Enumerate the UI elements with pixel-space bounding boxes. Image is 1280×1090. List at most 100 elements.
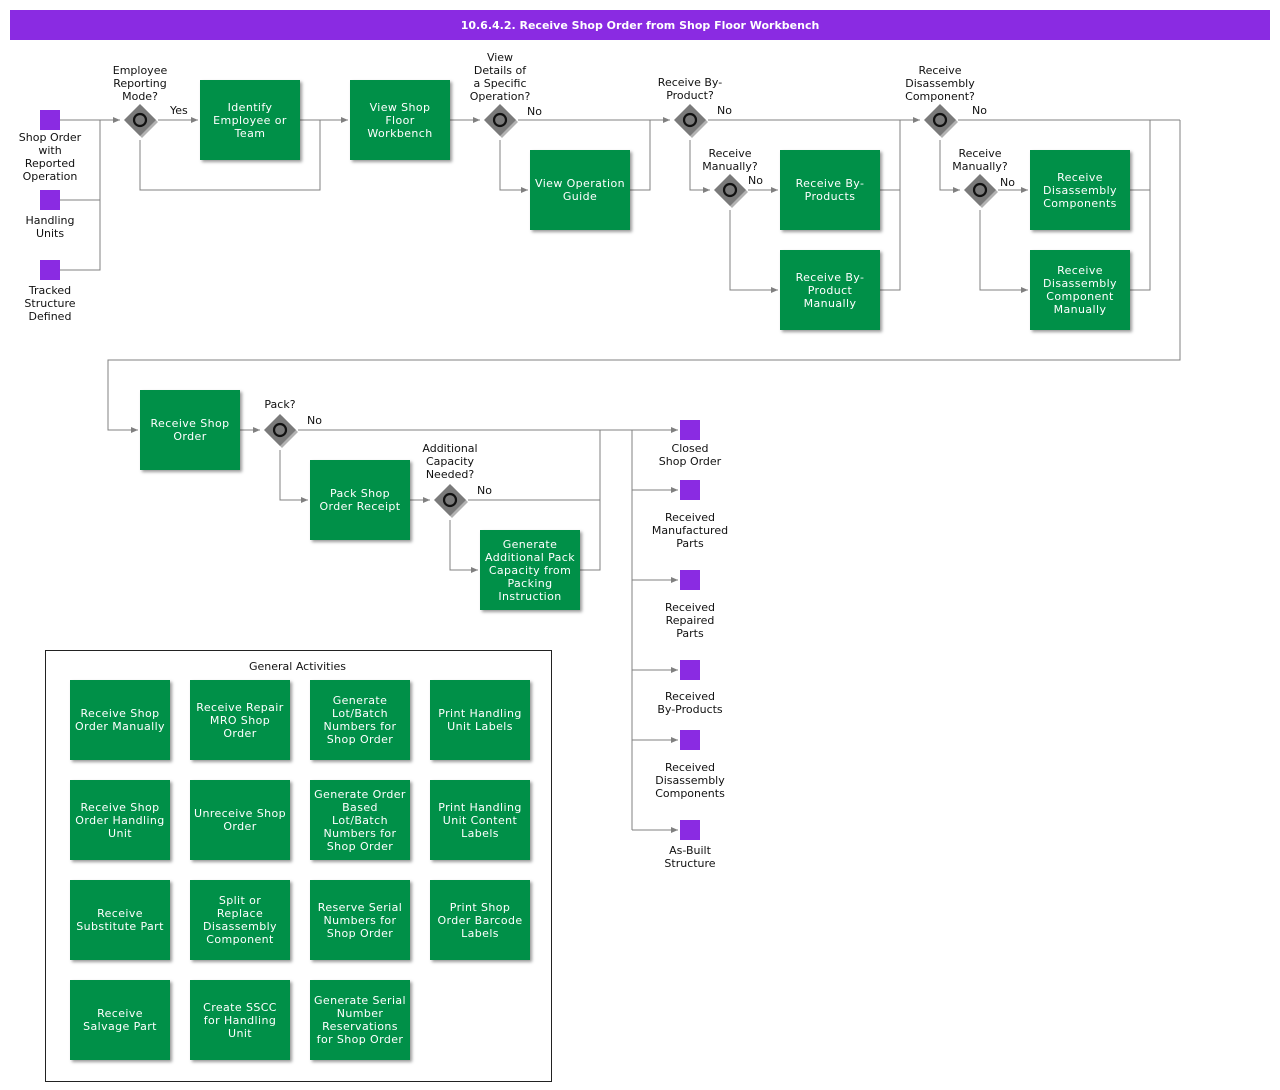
general-activity[interactable]: Generate Serial Number Reservations for … xyxy=(310,980,410,1060)
gateway-g8 xyxy=(434,484,468,518)
edge-a10-out xyxy=(580,500,601,571)
gateway-g1 xyxy=(124,104,158,138)
general-activity[interactable]: Split or Replace Disassembly Component xyxy=(190,880,290,960)
start-event-label: Shop Order with Reported Operation xyxy=(18,131,82,183)
end-event-label: Received Repaired Parts xyxy=(664,601,716,640)
edge-g5-yes xyxy=(939,140,960,193)
gateway-label: Receive By- Product? xyxy=(657,76,723,102)
general-activity[interactable]: Receive Substitute Part xyxy=(70,880,170,960)
edge-label-no: No xyxy=(477,484,492,497)
activity-label: Receive Shop Order xyxy=(150,417,230,443)
general-activity-label: Receive Salvage Part xyxy=(83,1007,157,1033)
edge-label-no: No xyxy=(1000,176,1015,189)
general-activity[interactable]: Print Handling Unit Labels xyxy=(430,680,530,760)
activity-receive-by-product-manually[interactable]: Receive By-Product Manually xyxy=(780,250,880,330)
general-activity[interactable]: Generate Lot/Batch Numbers for Shop Orde… xyxy=(310,680,410,760)
edge-label-no: No xyxy=(307,414,322,427)
gateway-g5 xyxy=(924,104,958,138)
activity-receive-disassembly-components[interactable]: Receive Disassembly Components xyxy=(1030,150,1130,230)
general-activities-title: General Activities xyxy=(248,660,347,673)
end-event-received-repaired-parts xyxy=(680,570,700,590)
general-activity[interactable]: Unreceive Shop Order xyxy=(190,780,290,860)
general-activity[interactable]: Reserve Serial Numbers for Shop Order xyxy=(310,880,410,960)
gateway-label: View Details of a Specific Operation? xyxy=(469,51,531,103)
activity-label: View Shop Floor Workbench xyxy=(367,100,433,140)
end-event-received-by-products xyxy=(680,660,700,680)
edge-g3-yes xyxy=(689,140,710,193)
general-activity-label: Unreceive Shop Order xyxy=(194,807,286,833)
end-event-closed-shop-order xyxy=(680,420,700,440)
activity-label: Receive Disassembly Components xyxy=(1043,170,1117,210)
edge-a7-out xyxy=(1130,120,1151,291)
general-activity-label: Receive Shop Order Manually xyxy=(75,707,165,733)
general-activity-label: Generate Serial Number Reservations for … xyxy=(314,994,406,1046)
gateway-label: Receive Manually? xyxy=(702,147,758,173)
general-activity-label: Create SSCC for Handling Unit xyxy=(203,1000,277,1040)
edge-g1-bypass xyxy=(139,120,321,191)
start-event-tracked-structure xyxy=(40,260,60,280)
edge-wrap xyxy=(107,120,1181,433)
diagram-title: 10.6.4.2. Receive Shop Order from Shop F… xyxy=(10,10,1270,40)
end-event-label: Received Manufactured Parts xyxy=(651,511,729,550)
end-event-received-manufactured-parts xyxy=(680,480,700,500)
start-event-label: Tracked Structure Defined xyxy=(24,284,76,323)
general-activity-label: Print Handling Unit Content Labels xyxy=(438,800,522,840)
edge-start-merge xyxy=(60,119,101,271)
end-event-label: Received By-Products xyxy=(657,690,723,716)
general-activity-label: Print Shop Order Barcode Labels xyxy=(437,900,523,940)
general-activity-label: Reserve Serial Numbers for Shop Order xyxy=(317,900,403,940)
gateway-label: Employee Reporting Mode? xyxy=(112,64,168,103)
activity-label: Generate Additional Pack Capacity from P… xyxy=(484,537,575,603)
activity-pack-shop-order-receipt[interactable]: Pack Shop Order Receipt xyxy=(310,460,410,540)
activity-view-shop-floor-workbench[interactable]: View Shop Floor Workbench xyxy=(350,80,450,160)
gateway-g3 xyxy=(674,104,708,138)
gateway-g4 xyxy=(714,174,748,208)
activity-receive-shop-order[interactable]: Receive Shop Order xyxy=(140,390,240,470)
general-activity-label: Receive Substitute Part xyxy=(76,907,164,933)
activity-label: Identify Employee or Team xyxy=(213,100,287,140)
activity-receive-by-products[interactable]: Receive By-Products xyxy=(780,150,880,230)
edge-g2-yes xyxy=(499,140,528,193)
activity-receive-disassembly-component-manually[interactable]: Receive Disassembly Component Manually xyxy=(1030,250,1130,330)
gateway-label: Receive Manually? xyxy=(952,147,1008,173)
general-activity[interactable]: Print Shop Order Barcode Labels xyxy=(430,880,530,960)
general-activity-label: Receive Repair MRO Shop Order xyxy=(196,700,284,740)
general-activity[interactable]: Print Handling Unit Content Labels xyxy=(430,780,530,860)
activity-label: Receive Disassembly Component Manually xyxy=(1043,264,1117,316)
edge-label-no: No xyxy=(527,105,542,118)
edge-a3-out xyxy=(630,120,651,191)
general-activity[interactable]: Receive Shop Order Manually xyxy=(70,680,170,760)
end-event-label: Closed Shop Order xyxy=(658,442,722,468)
general-activity[interactable]: Generate Order Based Lot/Batch Numbers f… xyxy=(310,780,410,860)
gateway-label: Additional Capacity Needed? xyxy=(422,442,478,481)
general-activity[interactable]: Receive Repair MRO Shop Order xyxy=(190,680,290,760)
start-event-handling-units xyxy=(40,190,60,210)
activity-generate-pack-capacity[interactable]: Generate Additional Pack Capacity from P… xyxy=(480,530,580,610)
general-activity[interactable]: Create SSCC for Handling Unit xyxy=(190,980,290,1060)
edge-g4-yes xyxy=(729,210,778,293)
start-event-shop-order xyxy=(40,110,60,130)
activity-label: Receive By-Product Manually xyxy=(795,270,865,310)
activity-label: Pack Shop Order Receipt xyxy=(319,487,401,513)
general-activity-label: Generate Lot/Batch Numbers for Shop Orde… xyxy=(323,694,397,746)
edge-g8-yes xyxy=(449,520,478,573)
general-activity[interactable]: Receive Shop Order Handling Unit xyxy=(70,780,170,860)
activity-view-operation-guide[interactable]: View Operation Guide xyxy=(530,150,630,230)
activity-identify-employee[interactable]: Identify Employee or Team xyxy=(200,80,300,160)
general-activity-label: Receive Shop Order Handling Unit xyxy=(75,800,165,840)
gateway-g2 xyxy=(484,104,518,138)
gateway-g6 xyxy=(964,174,998,208)
edge-label-no: No xyxy=(717,104,732,117)
edge-label-no: No xyxy=(972,104,987,117)
edge-a6-out xyxy=(1130,120,1151,191)
general-activity[interactable]: Receive Salvage Part xyxy=(70,980,170,1060)
edge-label-no: No xyxy=(748,174,763,187)
activity-label: Receive By-Products xyxy=(795,177,865,203)
edge-label-yes: Yes xyxy=(170,104,188,117)
general-activity-label: Generate Order Based Lot/Batch Numbers f… xyxy=(314,787,406,853)
gateway-label: Pack? xyxy=(264,398,296,411)
edge-g7-yes xyxy=(279,450,308,503)
end-event-received-disassembly-components xyxy=(680,730,700,750)
edge-a5-out xyxy=(880,120,901,291)
